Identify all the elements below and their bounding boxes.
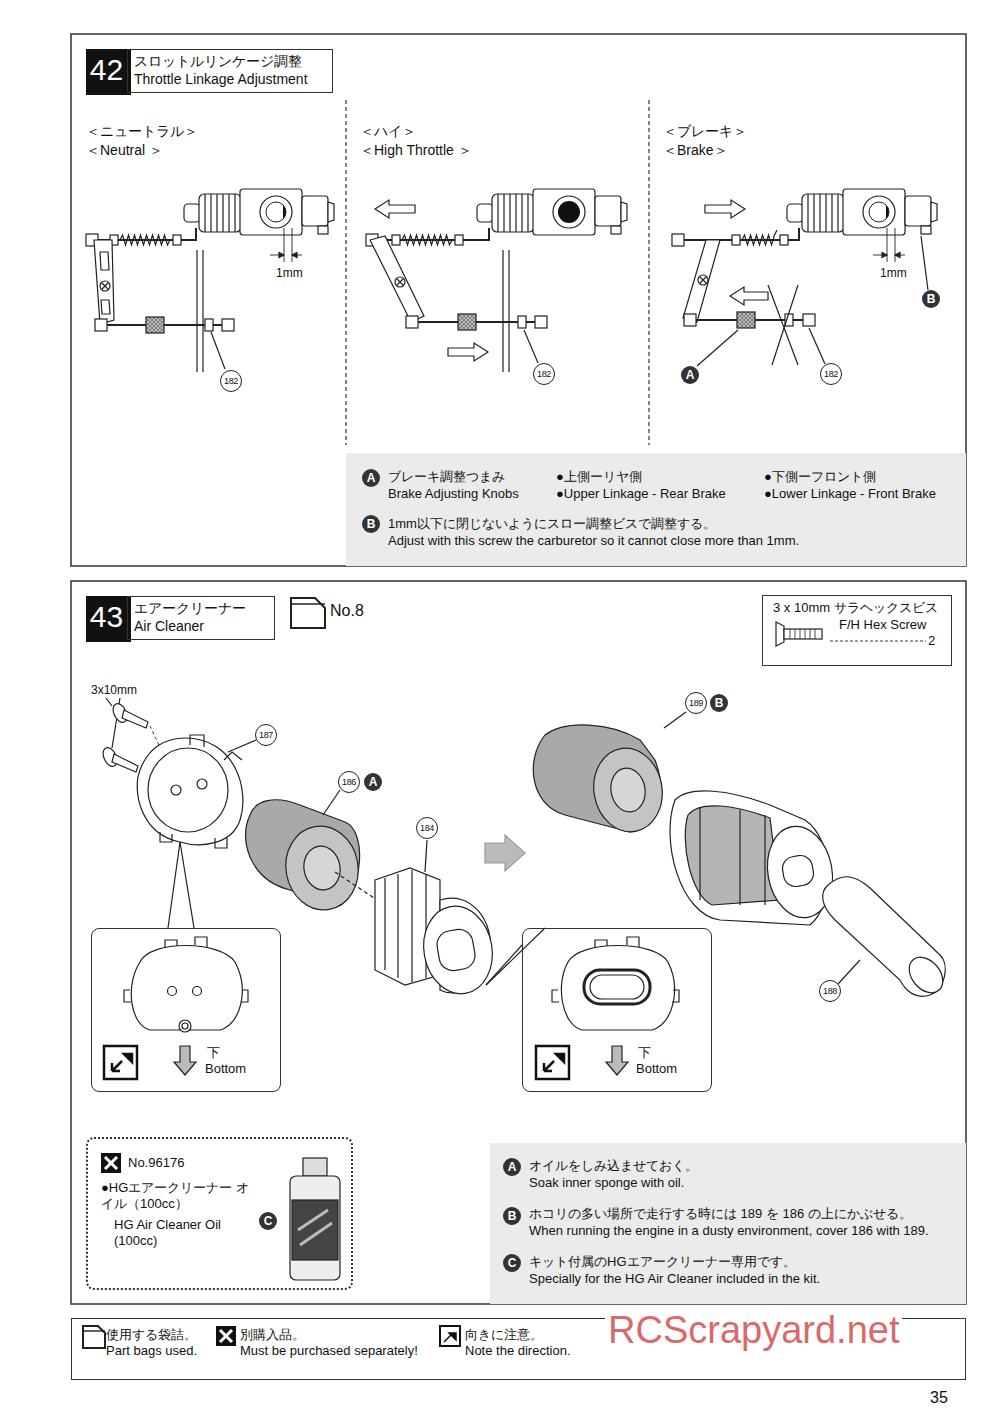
node-text: Soak inner sponge with oil.: [529, 1175, 959, 1191]
dimension-label: 3x10mm: [91, 683, 137, 697]
node-text: 使用する袋詰。: [106, 1327, 197, 1343]
node-text: 下: [207, 1045, 220, 1061]
node-text: Bottom: [205, 1061, 246, 1077]
node-text: 43: [86, 596, 127, 638]
node-text: HG Air Cleaner Oil (100cc): [114, 1217, 254, 1250]
node-text: ブレーキ調整つまみ: [388, 469, 505, 485]
node-text: Brake Adjusting Knobs: [388, 486, 519, 502]
callout-letter: B: [710, 694, 728, 712]
view-label: ＜High Throttle ＞: [360, 142, 472, 159]
node-text: When running the engine in a dusty envir…: [529, 1223, 959, 1239]
callout-letter: C: [503, 1254, 521, 1272]
node-text: ●Upper Linkage - Rear Brake: [556, 486, 726, 502]
node-text: オイルをしみ込ませておく。: [529, 1158, 959, 1174]
view-label: ＜Neutral ＞: [86, 142, 163, 159]
node-text: ●HGエアークリーナー オイル（100cc）: [101, 1180, 251, 1213]
parts-box: 3 x 10mm サラヘックスビスF/H Hex Screw2: [762, 595, 952, 666]
callout-number: 184: [416, 817, 438, 839]
node-text: Note the direction.: [465, 1343, 571, 1359]
callout-letter: A: [364, 773, 382, 791]
detail-box: 下Bottom: [522, 928, 712, 1092]
step-number: 42: [86, 49, 131, 95]
node-text: ●上側ーリヤ側: [556, 469, 642, 485]
view-label: ＜ニュートラル＞: [86, 123, 198, 140]
callout-letter: C: [259, 1212, 277, 1230]
callout-number: 182: [820, 363, 842, 385]
callout-number: 182: [533, 363, 555, 385]
node-text: ホコリの多い場所で走行する時には 189 を 186 の上にかぶせる。: [529, 1206, 959, 1222]
callout-number: 189: [685, 692, 707, 714]
node-text: 2: [928, 633, 935, 649]
node-text: 42: [86, 49, 127, 91]
step-number: 43: [86, 596, 131, 642]
view-label: ＜Brake＞: [663, 142, 728, 159]
callout-number: 187: [255, 724, 277, 746]
node-text: 1mm以下に閉じないようにスロー調整ビスで調整する。: [388, 516, 716, 532]
node-text: Throttle Linkage Adjustment: [134, 71, 308, 89]
page-number: 35: [930, 1388, 948, 1407]
view-label: ＜ブレーキ＞: [663, 123, 747, 140]
callout-letter: A: [362, 469, 380, 487]
node-text: Air Cleaner: [134, 618, 204, 636]
callout-letter: A: [681, 366, 699, 384]
callout-letter: B: [362, 515, 380, 533]
callout-letter: A: [503, 1158, 521, 1176]
node-text: 別購入品。: [240, 1327, 305, 1343]
node-text: Bottom: [636, 1061, 677, 1077]
node-text: Part bags used.: [106, 1343, 197, 1359]
callout-number: 182: [220, 370, 242, 392]
bag-number: No.8: [330, 601, 364, 620]
node-text: Must be purchased separately!: [240, 1343, 418, 1359]
callout-number: 188: [819, 980, 841, 1002]
node-text: キット付属のHGエアークリーナー専用です。: [529, 1254, 959, 1270]
node-text: スロットルリンケージ調整: [134, 53, 302, 71]
node-text: F/H Hex Screw: [839, 617, 926, 633]
note-panel: オイルをしみ込ませておく。Soak inner sponge with oil.…: [490, 1143, 966, 1304]
node-text: エアークリーナー: [134, 600, 246, 618]
node-text: No.96176: [128, 1155, 184, 1171]
callout-letter: B: [503, 1207, 521, 1225]
detail-box: 下Bottom: [91, 928, 281, 1092]
node-text: Adjust with this screw the carburetor so…: [388, 533, 799, 549]
node-text: ●Lower Linkage - Front Brake: [764, 486, 936, 502]
node-text: 3 x 10mm サラヘックスビス: [773, 600, 938, 616]
callout-letter: B: [922, 290, 940, 308]
note-panel: ブレーキ調整つまみBrake Adjusting Knobs ●上側ーリヤ側●Up…: [346, 453, 966, 566]
node-text: 向きに注意。: [465, 1327, 543, 1343]
callout-number: 186: [338, 771, 360, 793]
node-text: ●下側ーフロント側: [764, 469, 876, 485]
node-text: Specially for the HG Air Cleaner include…: [529, 1271, 959, 1287]
view-label: ＜ハイ＞: [360, 123, 416, 140]
step-title: エアークリーナーAir Cleaner: [127, 596, 275, 640]
dimension-label: 1mm: [276, 266, 303, 280]
watermark: RCScrapyard.net: [605, 1308, 902, 1354]
option-box: No.96176 ●HGエアークリーナー オイル（100cc） HG Air Cle…: [86, 1137, 353, 1290]
step-title: スロットルリンケージ調整Throttle Linkage Adjustment: [127, 49, 333, 93]
node-text: 下: [638, 1045, 651, 1061]
dimension-label: 1mm: [880, 266, 907, 280]
